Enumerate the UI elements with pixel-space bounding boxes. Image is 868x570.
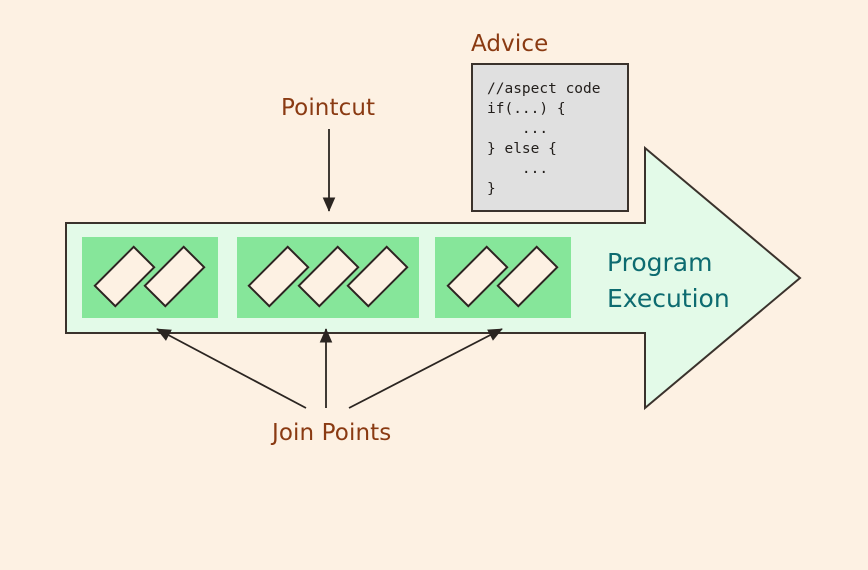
advice-code-text: //aspect code if(...) { ... } else { ...… bbox=[487, 81, 601, 197]
program-execution-line-1: Program bbox=[607, 248, 713, 277]
join-points-label: Join Points bbox=[272, 420, 392, 446]
join-point-token bbox=[93, 245, 156, 308]
join-point-token bbox=[143, 245, 206, 308]
join-point-token bbox=[496, 245, 559, 308]
program-execution-label: Program Execution bbox=[607, 245, 730, 317]
program-execution-line-2: Execution bbox=[607, 284, 730, 313]
join-point-connector-arrow-3 bbox=[348, 328, 503, 409]
join-point-token bbox=[247, 245, 310, 308]
advice-label: Advice bbox=[471, 31, 549, 57]
join-point-group-3 bbox=[435, 237, 571, 318]
join-point-group-1 bbox=[82, 237, 218, 318]
join-point-token bbox=[446, 245, 509, 308]
join-point-group-2 bbox=[237, 237, 419, 318]
join-point-token bbox=[297, 245, 360, 308]
pointcut-label: Pointcut bbox=[281, 95, 376, 121]
advice-code-box: //aspect code if(...) { ... } else { ...… bbox=[471, 63, 629, 212]
join-point-token bbox=[346, 245, 409, 308]
join-point-connector-arrow-1 bbox=[156, 328, 307, 409]
